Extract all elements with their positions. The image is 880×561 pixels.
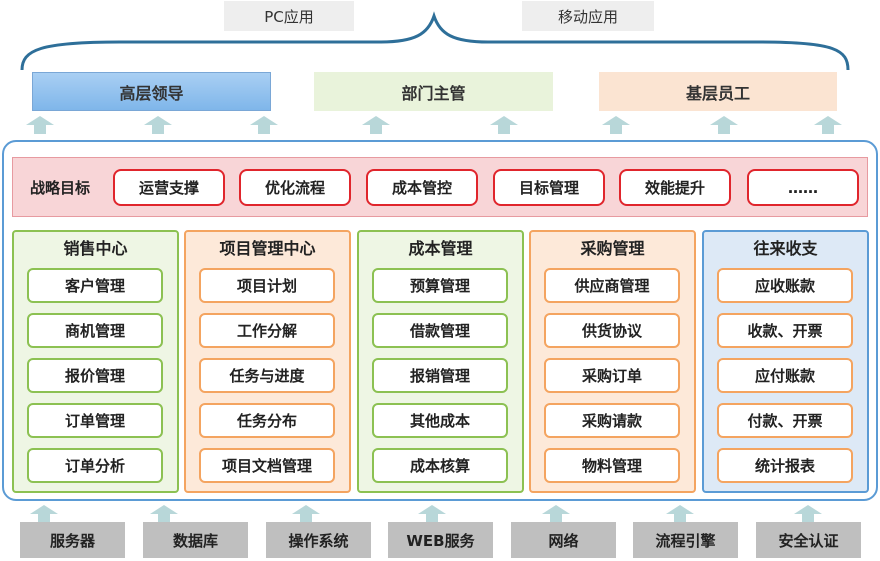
module-item: 订单分析 — [27, 448, 163, 483]
up-arrow-icon — [542, 505, 570, 523]
module-item: 供货协议 — [544, 313, 680, 348]
infra-item: 网络 — [511, 522, 616, 558]
infra-item: 安全认证 — [756, 522, 861, 558]
role-senior-leader: 高层领导 — [32, 72, 271, 111]
role-department-head: 部门主管 — [314, 72, 553, 111]
module-item: 收款、开票 — [717, 313, 853, 348]
module-item: 商机管理 — [27, 313, 163, 348]
up-arrow-icon — [26, 116, 54, 134]
module-item: 应收账款 — [717, 268, 853, 303]
up-arrow-icon — [144, 116, 172, 134]
goal-item: 成本管控 — [366, 169, 478, 206]
module-item: 其他成本 — [372, 403, 508, 438]
up-arrow-icon — [666, 505, 694, 523]
curly-brace-icon — [20, 11, 850, 71]
column-title: 往来收支 — [753, 239, 818, 258]
up-arrow-row-bottom — [30, 505, 822, 523]
column-title: 采购管理 — [580, 239, 645, 258]
module-item: 预算管理 — [372, 268, 508, 303]
up-arrow-icon — [362, 116, 390, 134]
module-item: 物料管理 — [544, 448, 680, 483]
column-title: 项目管理中心 — [219, 239, 316, 258]
goal-item: 效能提升 — [619, 169, 731, 206]
module-item: 付款、开票 — [717, 403, 853, 438]
goal-item: …… — [747, 169, 859, 206]
module-item: 统计报表 — [717, 448, 853, 483]
pc-app-tag: PC应用 — [224, 1, 354, 31]
module-item: 借款管理 — [372, 313, 508, 348]
infra-item: 流程引擎 — [633, 522, 738, 558]
module-item: 项目计划 — [199, 268, 335, 303]
column-title: 销售中心 — [63, 239, 128, 258]
infra-item: 操作系统 — [266, 522, 371, 558]
module-item: 采购订单 — [544, 358, 680, 393]
goal-item: 优化流程 — [239, 169, 351, 206]
up-arrow-icon — [250, 116, 278, 134]
module-item: 客户管理 — [27, 268, 163, 303]
role-staff: 基层员工 — [599, 72, 837, 111]
module-item: 任务分布 — [199, 403, 335, 438]
mobile-app-tag: 移动应用 — [522, 1, 654, 31]
goal-item: 目标管理 — [493, 169, 605, 206]
up-arrow-row-top — [26, 116, 842, 134]
module-item: 订单管理 — [27, 403, 163, 438]
strategy-label: 战略目标 — [29, 178, 90, 197]
up-arrow-icon — [490, 116, 518, 134]
up-arrow-icon — [602, 116, 630, 134]
module-item: 成本核算 — [372, 448, 508, 483]
up-arrow-icon — [794, 505, 822, 523]
up-arrow-icon — [292, 505, 320, 523]
module-item: 报销管理 — [372, 358, 508, 393]
module-item: 报价管理 — [27, 358, 163, 393]
up-arrow-icon — [814, 116, 842, 134]
infra-item: WEB服务 — [388, 522, 493, 558]
up-arrow-icon — [710, 116, 738, 134]
module-item: 应付账款 — [717, 358, 853, 393]
module-item: 供应商管理 — [544, 268, 680, 303]
infra-item: 服务器 — [20, 522, 125, 558]
infra-item: 数据库 — [143, 522, 248, 558]
up-arrow-icon — [418, 505, 446, 523]
module-item: 项目文档管理 — [199, 448, 335, 483]
module-item: 任务与进度 — [199, 358, 335, 393]
goal-item: 运营支撑 — [113, 169, 225, 206]
up-arrow-icon — [150, 505, 178, 523]
up-arrow-icon — [30, 505, 58, 523]
module-item: 工作分解 — [199, 313, 335, 348]
column-title: 成本管理 — [408, 239, 473, 258]
module-item: 采购请款 — [544, 403, 680, 438]
